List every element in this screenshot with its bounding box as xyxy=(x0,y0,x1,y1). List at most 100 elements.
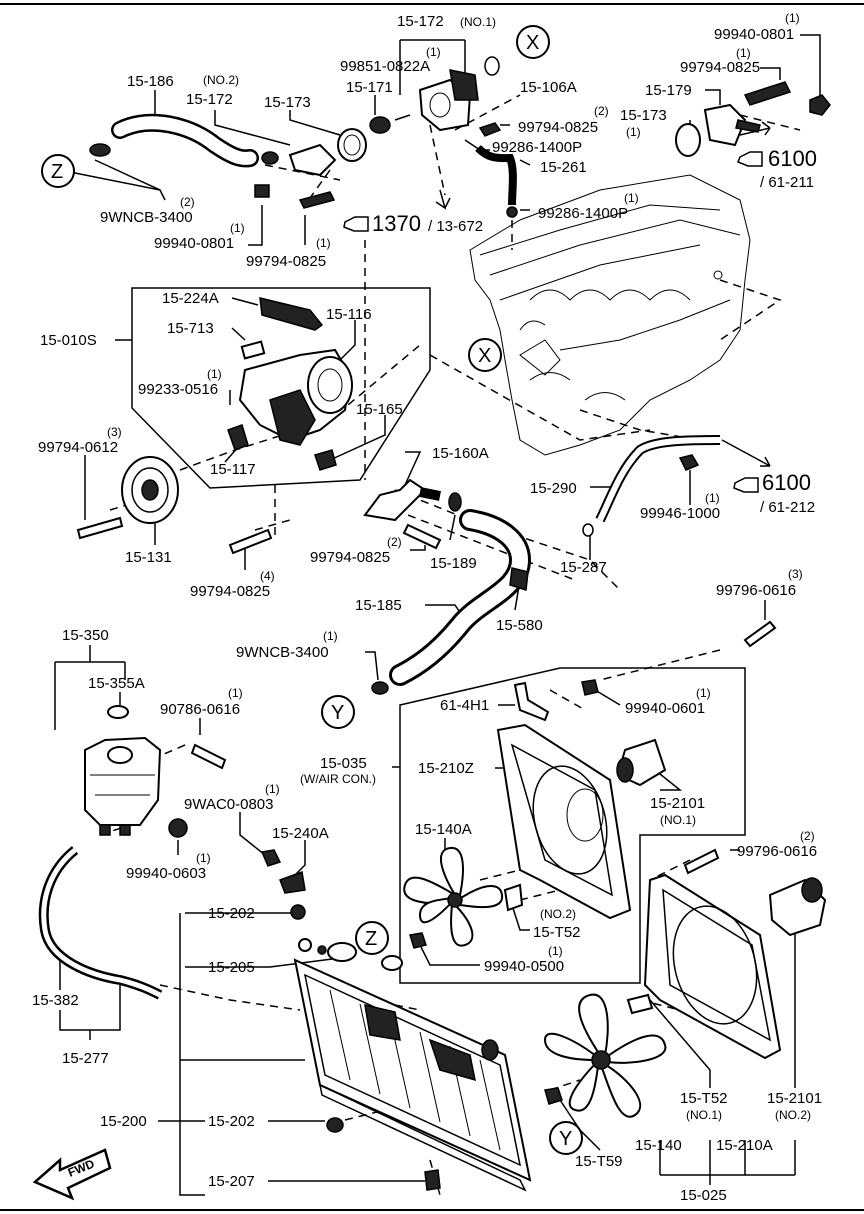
label-15-2101-no2: 15-2101 xyxy=(767,1090,822,1107)
label-99794-0825-tr: 99794-0825 xyxy=(680,59,760,76)
qty-99794-0825-tr: (1) xyxy=(736,46,751,60)
label-9wncb-3400-b: 9WNCB-3400 xyxy=(236,644,329,661)
bolt-99794-0825-d xyxy=(402,523,442,550)
label-99286-1400p-a: 99286-1400P xyxy=(492,139,582,156)
label-61-4h1: 61-4H1 xyxy=(440,697,489,714)
qty-9wac0: (1) xyxy=(265,782,280,796)
qty-99794-0825-d: (2) xyxy=(387,535,402,549)
callout-y-left: Y xyxy=(321,695,355,729)
label-15-350: 15-350 xyxy=(62,627,109,644)
label-15-035: 15-035 xyxy=(320,755,367,772)
bracket-61-4h1 xyxy=(513,681,550,722)
svg-text:X: X xyxy=(478,345,491,367)
bolt-99794-0825-mid xyxy=(478,122,502,137)
label-no2-c: (NO.2) xyxy=(775,1108,811,1122)
label-99794-0825-e: 99794-0825 xyxy=(190,583,270,600)
label-15-210z: 15-210Z xyxy=(418,760,474,777)
label-15-140: 15-140 xyxy=(635,1137,682,1154)
label-99940-0801-top: 99940-0801 xyxy=(714,26,794,43)
label-99851-0822a: 99851-0822A xyxy=(340,58,430,75)
label-15-173-b: 15-173 xyxy=(620,107,667,124)
qty-99940-0601: (1) xyxy=(696,686,711,700)
qty-99940-0801-top: (1) xyxy=(785,11,800,25)
radiator-15-200 xyxy=(293,938,532,1192)
qty-99286-a: (1) xyxy=(626,125,641,139)
fan-shroud-15-210a xyxy=(643,873,782,1060)
qty-99851: (1) xyxy=(426,45,441,59)
label-15-210a: 15-210A xyxy=(716,1137,773,1154)
label-15-224a: 15-224A xyxy=(162,290,219,307)
fwd-arrow-icon xyxy=(32,1148,112,1201)
label-15-207: 15-207 xyxy=(208,1173,255,1190)
label-15-172-no2: 15-172 xyxy=(186,91,233,108)
label-15-240a: 15-240A xyxy=(272,825,329,842)
label-15-355a: 15-355A xyxy=(88,675,145,692)
clip-99286-icon xyxy=(506,206,518,218)
reservoir-15-350 xyxy=(84,705,162,836)
upper-hose-15-186 xyxy=(89,113,279,168)
label-15-106a: 15-106A xyxy=(520,79,577,96)
fan-15-140a xyxy=(403,846,504,947)
part-labels: 15-172 (NO.1) (1) 99940-0801 (1) 99851-0… xyxy=(32,11,822,1204)
label-w-air-con: (W/AIR CON.) xyxy=(300,772,376,786)
svg-text:Z: Z xyxy=(51,161,63,183)
plug-15-207 xyxy=(424,1169,441,1191)
label-1370: 1370 xyxy=(372,211,421,236)
label-15-140a: 15-140A xyxy=(415,821,472,838)
label-90786-0616: 90786-0616 xyxy=(160,701,240,718)
bolt-99794-0825-e xyxy=(228,528,273,555)
qty-90786: (1) xyxy=(228,686,243,700)
label-no2-b: (NO.2) xyxy=(540,907,576,921)
qty-99794-0612: (3) xyxy=(107,425,122,439)
label-99794-0612: 99794-0612 xyxy=(38,439,118,456)
clamp-9wncb-b xyxy=(371,681,389,695)
bolt-15-t52-b xyxy=(626,993,654,1015)
qty-99946: (1) xyxy=(705,491,720,505)
label-15-290: 15-290 xyxy=(530,480,577,497)
hose-15-382-inner xyxy=(41,848,162,998)
label-no1-c: (NO.1) xyxy=(686,1108,722,1122)
svg-text:Y: Y xyxy=(559,1128,572,1150)
label-61-211: / 61-211 xyxy=(760,174,814,191)
label-99286-1400p-b: 99286-1400P xyxy=(538,205,628,222)
svg-text:Y: Y xyxy=(331,702,344,724)
qty-99796-0616-a: (3) xyxy=(788,567,803,581)
qty-9wncb-a: (2) xyxy=(180,195,195,209)
label-99940-0801-l: 99940-0801 xyxy=(154,235,234,252)
ref-1370 xyxy=(343,189,451,232)
label-no2: (NO.2) xyxy=(203,73,239,87)
label-15-165: 15-165 xyxy=(356,401,403,418)
label-15-t59: 15-T59 xyxy=(575,1153,623,1170)
housing-15-179 xyxy=(703,81,831,147)
nut-15-t59 xyxy=(544,1087,563,1105)
nut-99940-0500 xyxy=(409,932,427,949)
label-99233-0516: 99233-0516 xyxy=(138,381,218,398)
pipe-15-160a xyxy=(363,478,441,522)
engine-block xyxy=(469,174,751,456)
gasket-15-173-b xyxy=(675,123,701,157)
clamp-15-189 xyxy=(448,492,462,512)
label-15-202-a: 15-202 xyxy=(208,905,255,922)
thermostat-15-171 xyxy=(369,114,411,134)
label-15-200: 15-200 xyxy=(100,1113,147,1130)
qty-99794-0825-b: (2) xyxy=(594,104,609,118)
label-15-186: 15-186 xyxy=(127,73,174,90)
label-15-010s: 15-010S xyxy=(40,332,97,349)
qty-99794-0825-e: (4) xyxy=(260,569,275,583)
label-9wac0-0803: 9WAC0-0803 xyxy=(184,796,274,813)
qty-9wncb-b: (1) xyxy=(323,629,338,643)
label-99940-0500: 99940-0500 xyxy=(484,958,564,975)
nut-99940-0601 xyxy=(581,679,599,696)
gasket-15-173 xyxy=(337,128,367,162)
water-pump-15-010s xyxy=(227,297,353,471)
label-15-172-no1: 15-172 xyxy=(397,13,444,30)
nut-99940-0603 xyxy=(168,818,188,838)
label-15-382: 15-382 xyxy=(32,992,79,1009)
callout-z-bottom: Z xyxy=(355,921,389,955)
label-15-2101-no1: 15-2101 xyxy=(650,795,705,812)
label-15-025: 15-025 xyxy=(680,1187,727,1204)
qty-99940-0801-l: (1) xyxy=(230,221,245,235)
label-15-179: 15-179 xyxy=(645,82,692,99)
callout-y-bottom: Y xyxy=(549,1121,583,1155)
label-99940-0603: 99940-0603 xyxy=(126,865,206,882)
